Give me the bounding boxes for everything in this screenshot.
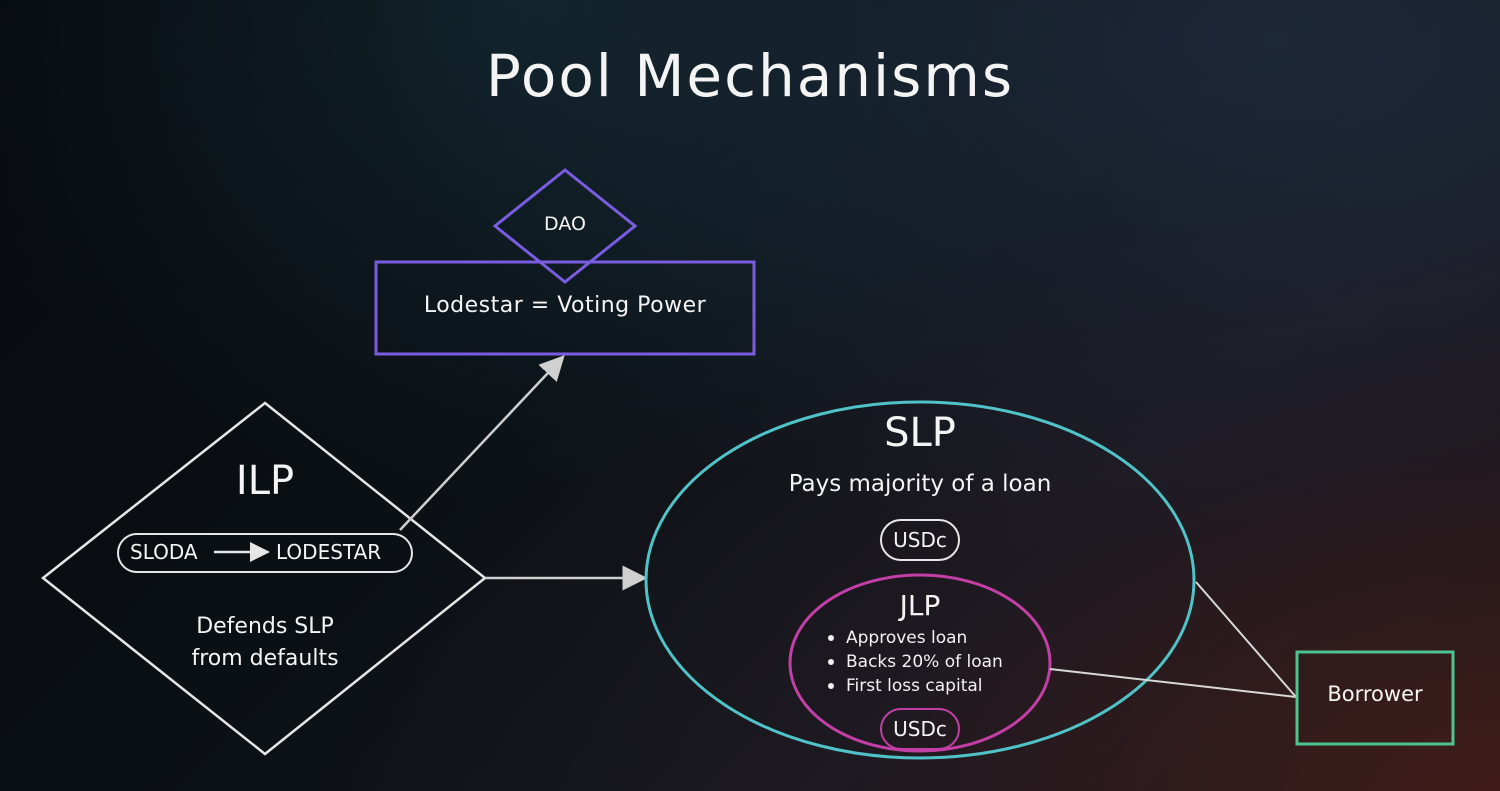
jlp-bullet-item: Backs 20% of loan (828, 652, 1048, 672)
jlp-usdc-pill (880, 708, 960, 750)
slp-usdc-label: USDc (893, 528, 947, 552)
dao-label: DAO (544, 213, 586, 235)
jlp-usdc-label: USDc (893, 717, 947, 741)
jlp-bullet-text: Backs 20% of loan (846, 652, 1003, 672)
jlp-borrower-connector (1049, 668, 1297, 698)
dao-diamond (492, 168, 638, 284)
jlp-bullet-text: Approves loan (846, 628, 968, 648)
ilp-description-line-2: from defaults (191, 646, 339, 671)
ilp-description-line-1: Defends SLP (196, 614, 334, 639)
lodestar-voting-box (374, 260, 756, 356)
jlp-bullet-item: First loss capital (828, 676, 1048, 696)
jlp-ellipse (788, 573, 1052, 753)
bullet-dot-icon (828, 659, 834, 665)
slp-ellipse (644, 400, 1196, 760)
bullet-dot-icon (828, 683, 834, 689)
sloda-label: SLODA (130, 540, 198, 564)
ilp-title: ILP (235, 458, 295, 504)
page-title: Pool Mechanisms (485, 42, 1015, 110)
bullet-dot-icon (828, 635, 834, 641)
lodestar-token-label: LODESTAR (276, 540, 382, 564)
lodestar-voting-label: Lodestar = Voting Power (423, 293, 707, 318)
slp-borrower-connector (1195, 581, 1297, 698)
ilp-to-dao-arrow (399, 355, 565, 531)
jlp-bullet-item: Approves loan (828, 628, 1048, 648)
borrower-label: Borrower (1327, 682, 1423, 706)
jlp-title: JLP (899, 589, 941, 622)
borrower-box (1295, 650, 1455, 746)
slp-title: SLP (884, 410, 956, 456)
slp-usdc-pill (880, 519, 960, 561)
ilp-diamond (40, 401, 488, 756)
sloda-lodestar-pill (117, 533, 413, 573)
slp-description: Pays majority of a loan (788, 471, 1052, 497)
jlp-bullet-text: First loss capital (846, 676, 983, 696)
